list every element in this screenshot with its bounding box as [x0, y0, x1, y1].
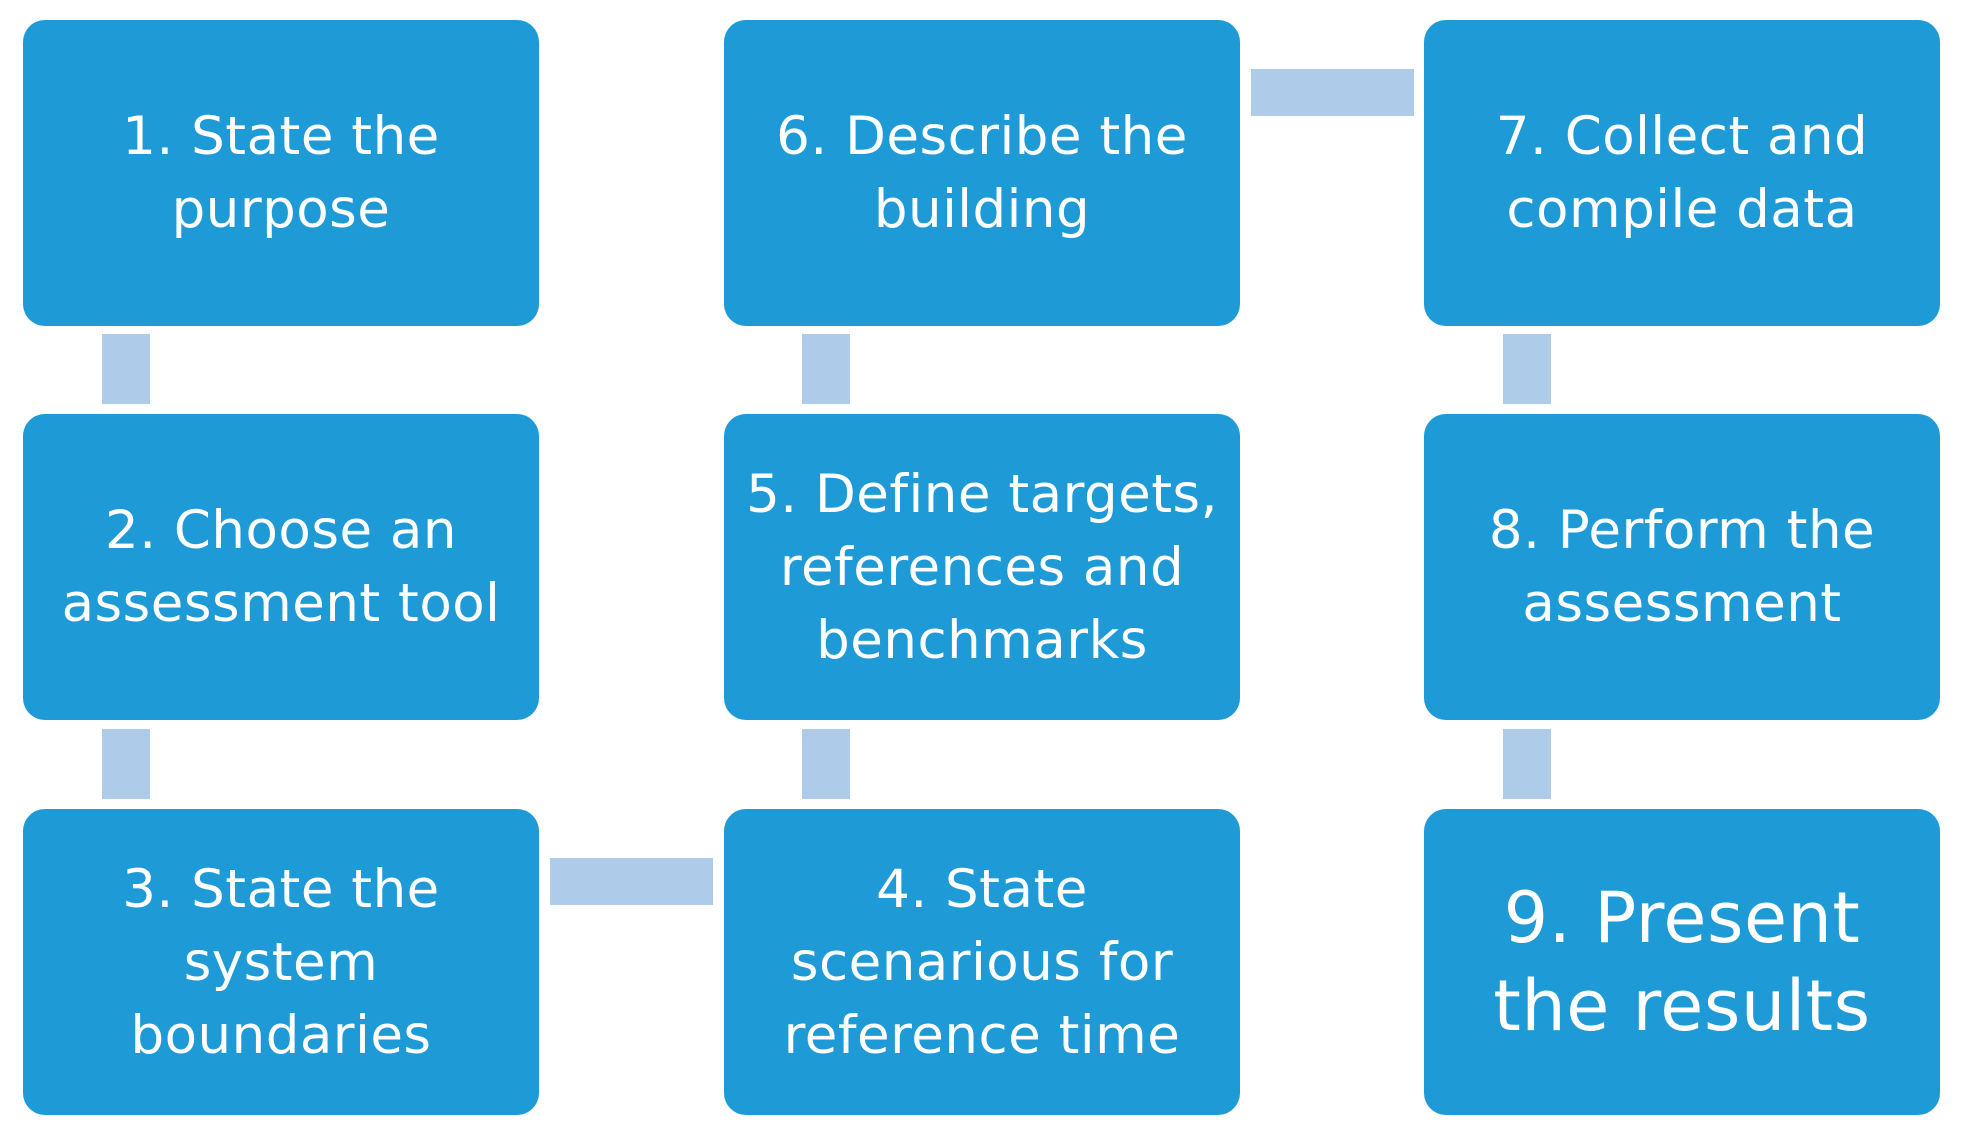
connector-1-2	[102, 334, 150, 404]
connector-2-3	[102, 729, 150, 799]
connector-8-9	[1503, 729, 1551, 799]
connector-7-8	[1503, 334, 1551, 404]
connector-3-4	[550, 858, 713, 905]
connector-5-6	[802, 334, 850, 404]
connector-4-5	[802, 729, 850, 799]
connector-6-7	[1251, 69, 1414, 116]
